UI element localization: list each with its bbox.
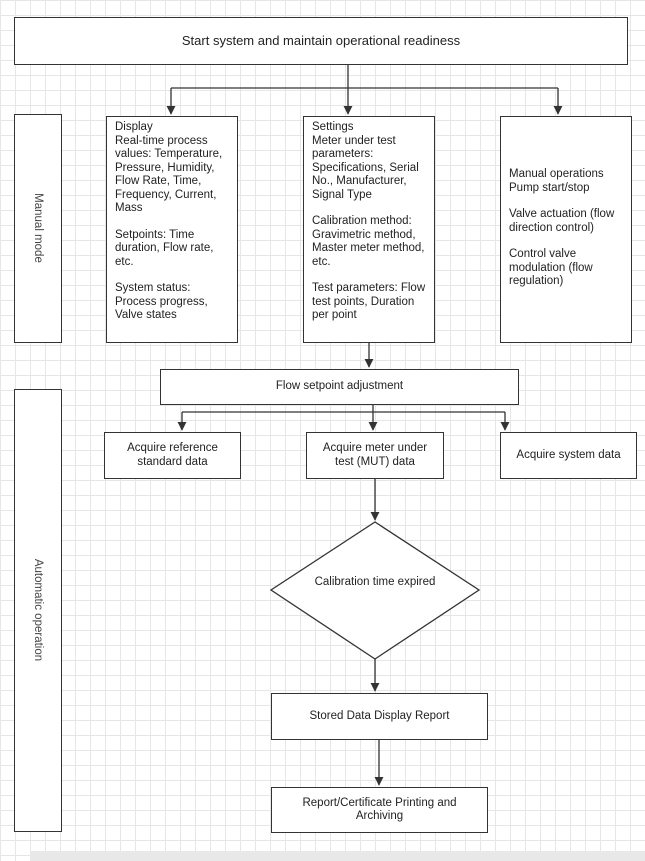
stored-data-text: Stored Data Display Report (309, 709, 450, 722)
stored-data-box: Stored Data Display Report (271, 693, 488, 740)
manual-operations-box: Manual operations Pump start/stop Valve … (500, 116, 632, 343)
lane-manual-mode (14, 114, 62, 343)
calibration-decision-diamond (269, 521, 481, 660)
display-box: Display Real-time process values: Temper… (106, 116, 238, 343)
start-system-box: Start system and maintain operational re… (14, 17, 628, 65)
acquire-mut-text: Acquire meter under test (MUT) data (322, 442, 428, 468)
settings-paragraph: Settings Meter under test parameters: Sp… (312, 121, 419, 201)
flow-setpoint-text: Flow setpoint adjustment (275, 380, 404, 393)
lane-automatic-operation (14, 389, 62, 832)
horizontal-scrollbar[interactable] (30, 851, 645, 861)
display-paragraph: System status: Process progress, Valve s… (115, 282, 208, 321)
acquire-system-text: Acquire system data (516, 448, 621, 461)
display-paragraph: Display Real-time process values: Temper… (115, 121, 223, 214)
settings-paragraph: Test parameters: Flow test points, Durat… (312, 282, 426, 321)
display-paragraph: Setpoints: Time duration, Flow rate, etc… (115, 228, 214, 268)
printing-text: Report/Certificate Printing and Archivin… (302, 796, 457, 823)
acquire-reference-text: Acquire reference standard data (127, 442, 218, 468)
flow-setpoint-box: Flow setpoint adjustment (160, 369, 519, 405)
settings-paragraph: Calibration method: Gravimetric method, … (312, 215, 425, 268)
manual-operations-paragraph: Control valve modulation (flow regulatio… (509, 248, 593, 287)
printing-box: Report/Certificate Printing and Archivin… (271, 787, 488, 833)
settings-box: Settings Meter under test parameters: Sp… (303, 116, 435, 343)
decision-text: Calibration time expired (314, 576, 436, 588)
manual-operations-paragraph: Valve actuation (flow direction control) (509, 208, 615, 234)
manual-operations-paragraph: Manual operations Pump start/stop (509, 168, 604, 194)
acquire-reference-box: Acquire reference standard data (104, 432, 241, 479)
acquire-mut-box: Acquire meter under test (MUT) data (306, 432, 444, 479)
acquire-system-box: Acquire system data (500, 432, 637, 479)
start-system-text: Start system and maintain operational re… (181, 33, 461, 49)
